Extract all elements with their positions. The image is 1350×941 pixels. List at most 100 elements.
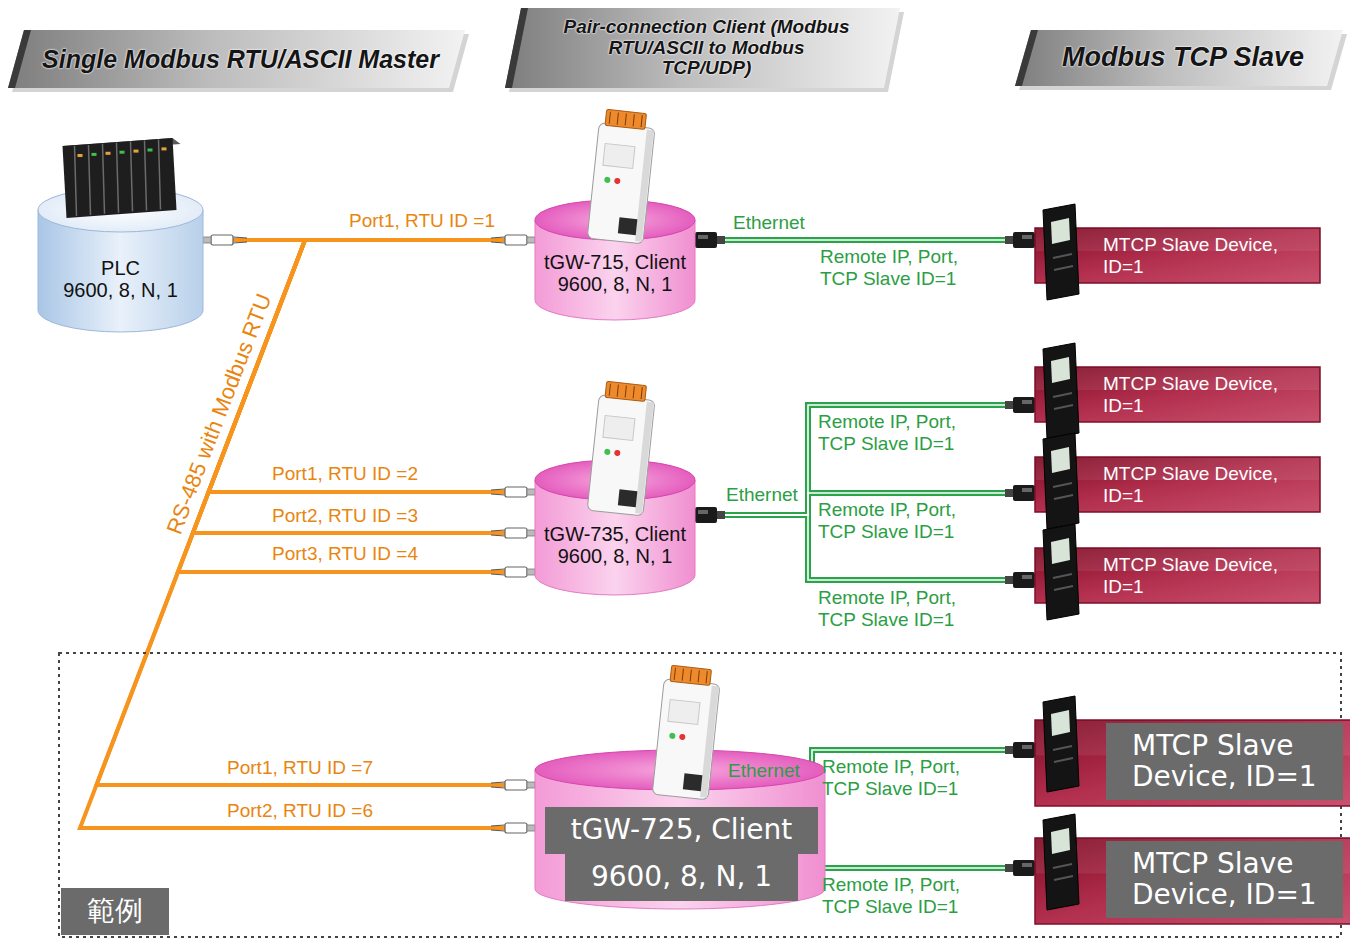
device-display <box>1051 218 1070 244</box>
gateway-illustration <box>587 109 656 244</box>
terminal-screw <box>609 112 610 124</box>
label-holder: Ethernet <box>733 212 805 234</box>
plc-led <box>78 154 83 157</box>
rj45-plug <box>695 507 725 523</box>
edge-label-holder: Port2, RTU ID =3 <box>272 505 418 527</box>
rj45-plug <box>1005 397 1035 413</box>
terminal-screw <box>633 386 634 398</box>
link-label: Remote IP, Port, TCP Slave ID=1 <box>822 756 982 800</box>
status-led <box>669 733 676 740</box>
gateway-label: tGW-715, Client <box>544 251 686 273</box>
plc-led <box>92 153 97 156</box>
device-label: MTCP Slave Device, ID=1 <box>1103 463 1288 507</box>
edge-label-holder: Port1, RTU ID =2 <box>272 463 418 485</box>
label-holder: Ethernet <box>728 760 800 782</box>
plc-rack <box>63 138 177 218</box>
network-label: Ethernet <box>733 212 805 234</box>
status-led <box>679 734 686 741</box>
device-detail <box>1054 586 1073 590</box>
status-led <box>604 177 611 184</box>
plc-module-edge <box>145 141 147 211</box>
terminal-block <box>605 109 646 129</box>
plc-module-edge <box>117 143 119 213</box>
slave-device-illustration <box>1043 696 1079 792</box>
wire-ferrule <box>491 823 535 833</box>
device-display <box>1051 357 1070 383</box>
device-detail <box>1053 483 1072 487</box>
link-label: Remote IP, Port, TCP Slave ID=1 <box>818 587 978 631</box>
device-detail <box>1053 393 1072 397</box>
device-housing <box>1043 343 1079 439</box>
edge-label-holder: Remote IP, Port, TCP Slave ID=1 <box>822 756 982 800</box>
gateway-panel <box>668 699 700 724</box>
banner-edge <box>505 8 528 88</box>
slave-device-illustration <box>1043 433 1079 529</box>
terminal-block <box>605 381 646 401</box>
gateway-side <box>700 686 719 798</box>
terminal-screw <box>625 385 626 397</box>
slave-device-illustration <box>1043 814 1079 910</box>
device-detail <box>1053 574 1072 578</box>
plc-module-edge <box>103 144 105 214</box>
network-label: Ethernet <box>728 760 800 782</box>
gateway-illustration <box>652 665 721 800</box>
link-label: Remote IP, Port, TCP Slave ID=1 <box>820 246 980 290</box>
ethernet-cable-core <box>695 239 1035 241</box>
gateway-panel <box>603 415 635 440</box>
device-detail <box>1054 266 1073 270</box>
plc-led <box>134 150 139 153</box>
device-detail <box>1053 864 1072 868</box>
plc-led <box>148 149 153 152</box>
plc-module-edge <box>89 145 91 215</box>
plc-cylinder-outline <box>38 175 203 335</box>
banner-title: Pair-connection Client (Modbus RTU/ASCII… <box>562 17 852 79</box>
gateway-illustration <box>587 381 656 516</box>
edge-label-holder: Port1, RTU ID =7 <box>227 757 373 779</box>
slave-device-illustration <box>1043 524 1079 620</box>
gateway-label: tGW-735, Client <box>544 523 686 545</box>
gateway-body <box>587 395 655 516</box>
plc-label: PLC <box>101 257 140 279</box>
slave-box-fill <box>1035 838 1350 924</box>
terminal-screw <box>674 668 675 680</box>
plc-module-edge <box>75 146 77 216</box>
ethernet-port <box>618 217 638 235</box>
edge-label-holder: Remote IP, Port, TCP Slave ID=1 <box>818 587 978 631</box>
gateway-label: 9600, 8, N, 1 <box>558 545 673 567</box>
banner-shape <box>8 30 465 88</box>
ethernet-cable <box>695 405 1035 515</box>
device-display <box>1051 447 1070 473</box>
rs485-wire <box>193 240 535 533</box>
status-led <box>614 178 621 185</box>
edge-label-holder: Remote IP, Port, TCP Slave ID=1 <box>818 411 978 455</box>
terminal-screw <box>641 387 642 399</box>
device-detail <box>1053 746 1072 750</box>
gateway-body <box>587 123 655 244</box>
slave-device-box: MTCP Slave Device, ID=1 <box>1035 838 1350 924</box>
edge-label-holder: Port2, RTU ID =6 <box>227 800 373 822</box>
edge-label-holder: Remote IP, Port, TCP Slave ID=1 <box>820 246 980 290</box>
rj45-plug <box>1005 742 1035 758</box>
gateway-cylinder: tGW-715, Client9600, 8, N, 1 <box>535 195 695 320</box>
terminal-screw <box>690 669 691 681</box>
gateway-body <box>652 679 720 800</box>
plc-cylinder: PLC9600, 8, N, 1 <box>38 175 203 335</box>
plc-led <box>106 152 111 155</box>
slave-device-box: MTCP Slave Device, ID=1 <box>1035 548 1320 603</box>
edge-label-holder: Port3, RTU ID =4 <box>272 543 418 565</box>
port-label: Port1, RTU ID =2 <box>272 463 418 485</box>
ethernet-cable-core <box>695 405 1035 515</box>
slave-device-box: MTCP Slave Device, ID=1 <box>1035 457 1320 512</box>
wire-ferrule <box>491 567 535 577</box>
banner-shape <box>1015 30 1343 86</box>
ethernet-cable <box>812 788 1035 868</box>
ethernet-port <box>618 489 638 507</box>
device-label: MTCP Slave Device, ID=1 <box>1106 841 1343 919</box>
plc-led <box>120 151 125 154</box>
gateway-label: tGW-725, Client <box>545 807 819 854</box>
device-housing <box>1043 524 1079 620</box>
slave-device-box: MTCP Slave Device, ID=1 <box>1035 367 1320 422</box>
device-detail <box>1054 758 1073 762</box>
wire-ferrule <box>491 780 535 790</box>
plc-module-edge <box>159 139 161 209</box>
